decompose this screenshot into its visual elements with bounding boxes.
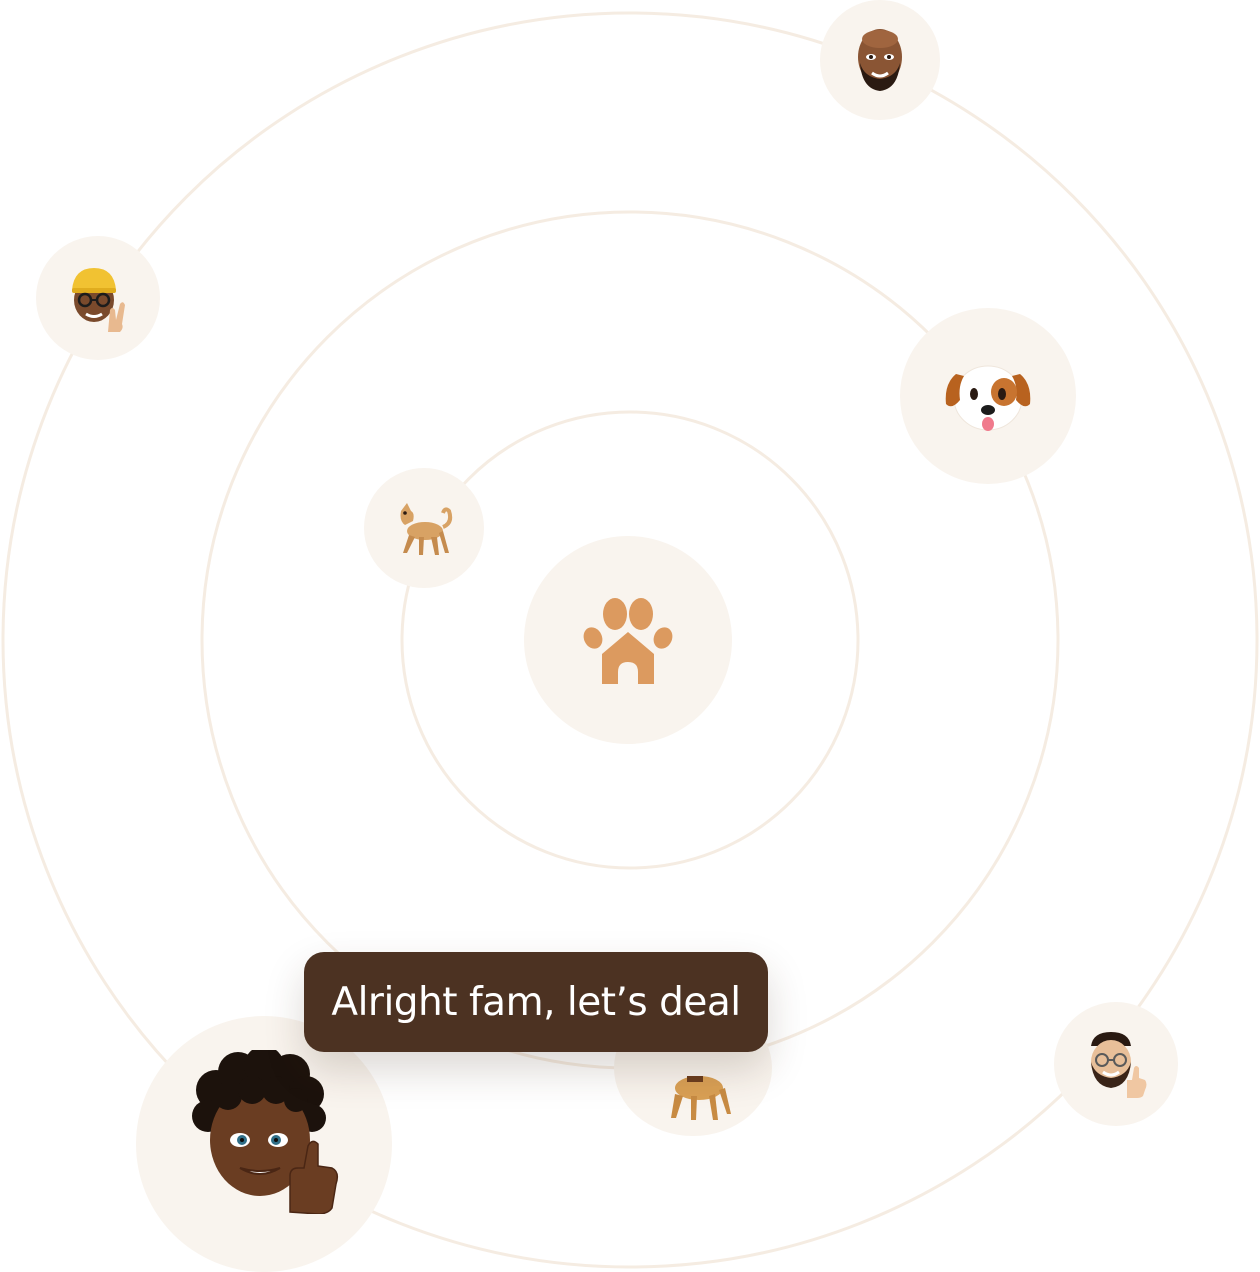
memoji-curly-hair-thumbs-up-icon — [192, 1050, 339, 1214]
guide-dog-emoji-icon — [671, 1076, 731, 1120]
outer-orbit — [1, 11, 1259, 1269]
avatar-yellow-cap-peace[interactable] — [36, 236, 160, 360]
avatar-curly-hair-thumbs-up[interactable] — [136, 1016, 392, 1272]
memoji-yellow-cap-peace-sign-icon — [72, 268, 125, 332]
dog-emoji-icon — [400, 503, 453, 555]
center-badge — [524, 536, 732, 744]
avatar-puppy-face[interactable] — [900, 308, 1076, 484]
dog-face-emoji-icon — [945, 365, 1031, 431]
toast-message: Alright fam, let’s deal — [331, 979, 741, 1025]
avatar-walking-dog[interactable] — [364, 468, 484, 588]
inner-orbit — [400, 410, 860, 870]
chat-toast: Alright fam, let’s deal — [304, 952, 768, 1052]
avatar-glasses-beard-thumbs-up[interactable] — [1054, 1002, 1178, 1126]
memoji-bald-bearded-man-icon — [858, 29, 902, 91]
memoji-glasses-beard-thumbs-up-icon — [1091, 1032, 1147, 1098]
paw-house-icon — [583, 598, 673, 684]
avatar-bald-bearded-man[interactable] — [820, 0, 940, 120]
